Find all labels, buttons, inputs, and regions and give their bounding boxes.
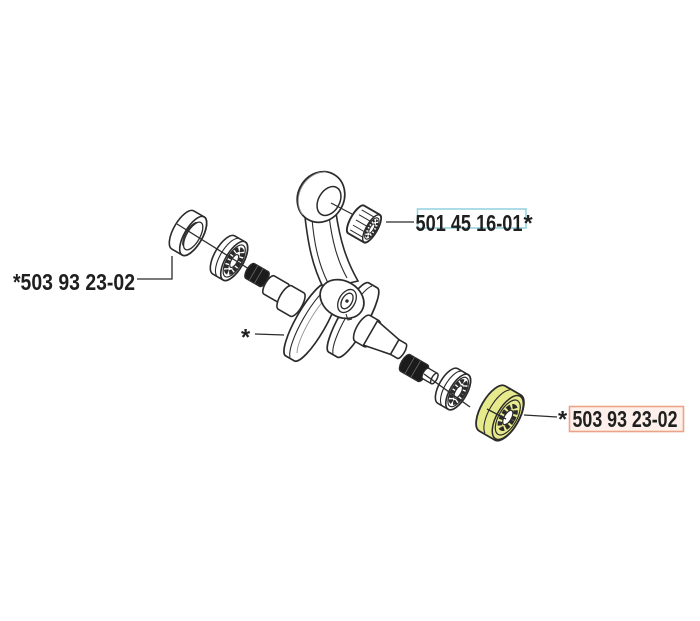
part-number-link-right-bearing[interactable]: 503 93 23-02 — [573, 406, 678, 432]
crank-pin-big-end-drawing — [319, 278, 365, 321]
part-number-right-prefix: * — [558, 406, 568, 432]
crankshaft-shaft-tip-drawing — [421, 367, 439, 385]
leader-left-label — [137, 256, 173, 280]
leader-center-asterisk — [254, 333, 285, 336]
crankshaft-right-shaft-drawing — [352, 314, 408, 360]
centerline-right — [423, 373, 507, 420]
highlight-box-orange[interactable] — [568, 405, 685, 433]
connecting-rod-drawing — [304, 212, 360, 290]
leader-lines — [137, 221, 558, 418]
part-label-left[interactable]: *503 93 23-02 — [13, 269, 135, 295]
part-number-link-needle-bearing[interactable]: 501 45 16-01 — [416, 210, 523, 236]
ball-bearing-right-drawing — [434, 367, 472, 411]
highlight-box-blue[interactable] — [416, 208, 527, 229]
part-number-needle-bearing-suffix: * — [524, 210, 534, 236]
centerline-left — [176, 223, 250, 270]
connecting-rod-small-end-drawing — [296, 170, 346, 224]
centerline-small-end — [330, 202, 353, 215]
bearing-race-left-drawing — [168, 209, 208, 257]
needle-bearing-cage-drawing — [345, 204, 383, 244]
crankshaft-left-shaft-drawing — [262, 274, 306, 318]
crankshaft-spline-left-drawing — [244, 262, 270, 288]
ball-bearing-highlighted-drawing[interactable] — [470, 380, 531, 445]
crankshaft-asterisk-marker: * — [241, 324, 251, 350]
ball-bearing-left-drawing — [209, 234, 249, 282]
leader-right-label — [523, 414, 558, 418]
